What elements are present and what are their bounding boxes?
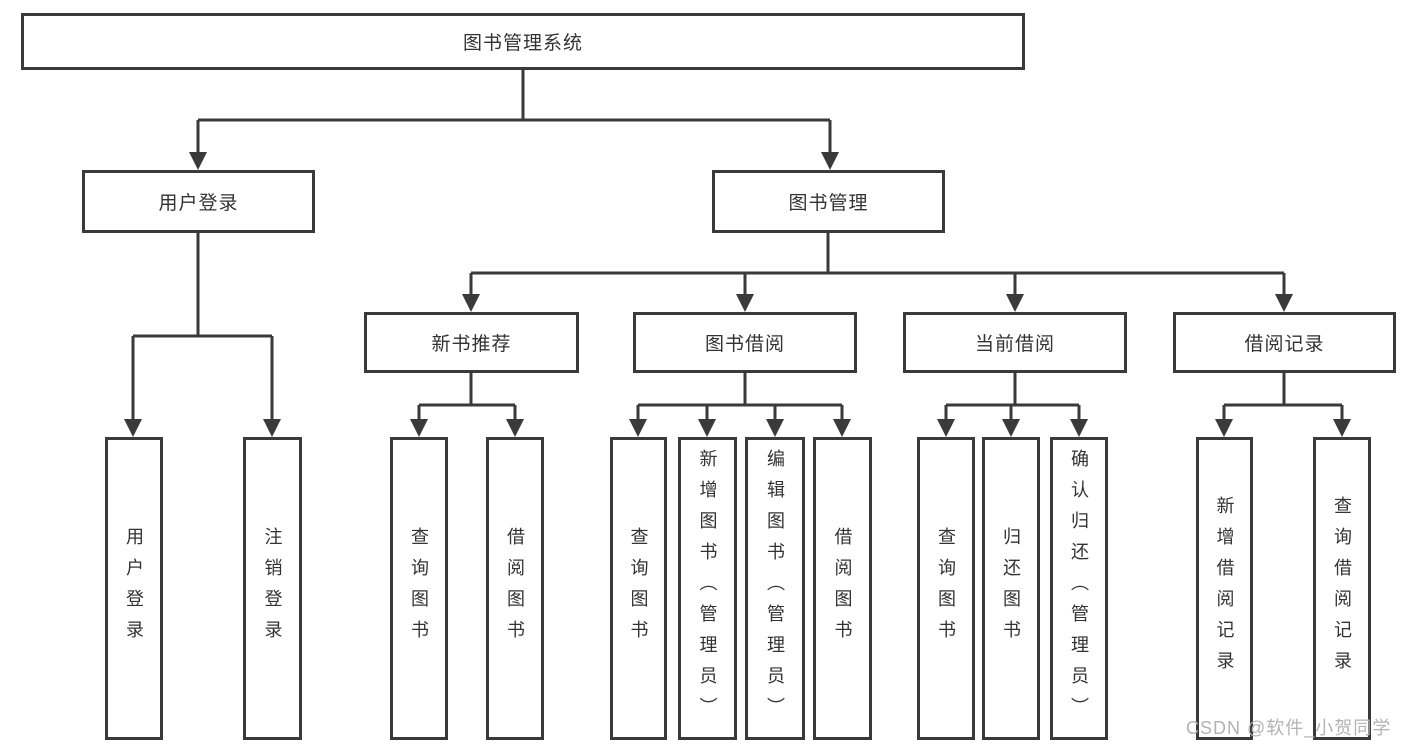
node-module-borrow-records: 借阅记录 <box>1173 312 1396 373</box>
node-leaf-borrow-books-rec: 借阅图书 <box>486 437 544 740</box>
node-leaf-query-borrow-record: 查询借阅记录 <box>1313 437 1371 740</box>
node-leaf-return-books-label: 归还图书 <box>1001 526 1021 651</box>
node-leaf-query-books-rec: 查询图书 <box>390 437 448 740</box>
node-module-book-borrow: 图书借阅 <box>633 312 857 373</box>
node-leaf-query-books-current-label: 查询图书 <box>936 526 956 651</box>
node-leaf-add-borrow-record: 新增借阅记录 <box>1196 437 1253 740</box>
node-leaf-edit-books-admin-label: 编辑图书（管理员） <box>765 449 785 728</box>
node-module-book-borrow-label: 图书借阅 <box>704 334 785 355</box>
node-module-new-book-rec: 新书推荐 <box>364 312 579 373</box>
node-leaf-edit-books-admin: 编辑图书（管理员） <box>745 437 805 740</box>
node-module-borrow-records-label: 借阅记录 <box>1244 334 1325 355</box>
node-leaf-query-books-current: 查询图书 <box>917 437 975 740</box>
node-leaf-borrow-books-borrow-label: 借阅图书 <box>832 526 853 651</box>
node-root-label: 图书管理系统 <box>462 33 583 54</box>
node-leaf-borrow-books-borrow: 借阅图书 <box>813 437 872 740</box>
csdn-watermark: CSDN @软件_小贺同学 <box>1186 718 1392 738</box>
node-leaf-confirm-return-admin-label: 确认归还（管理员） <box>1069 449 1089 728</box>
node-leaf-add-books-admin-label: 新增图书（管理员） <box>697 449 718 728</box>
node-leaf-query-books-borrow-label: 查询图书 <box>628 526 649 651</box>
node-leaf-return-books: 归还图书 <box>982 437 1040 740</box>
node-module-current-borrow: 当前借阅 <box>903 312 1127 373</box>
node-root: 图书管理系统 <box>21 13 1025 70</box>
node-leaf-user-login: 用户登录 <box>105 437 163 740</box>
node-leaf-logout-label: 注销登录 <box>262 526 283 651</box>
node-module-current-borrow-label: 当前借阅 <box>974 334 1055 355</box>
node-leaf-borrow-books-rec-label: 借阅图书 <box>505 526 525 651</box>
node-leaf-confirm-return-admin: 确认归还（管理员） <box>1050 437 1108 740</box>
node-leaf-add-books-admin: 新增图书（管理员） <box>678 437 737 740</box>
node-leaf-user-login-label: 用户登录 <box>124 526 144 651</box>
node-module-new-book-rec-label: 新书推荐 <box>431 334 512 355</box>
node-branch-user-login: 用户登录 <box>82 170 315 233</box>
node-branch-book-mgmt-label: 图书管理 <box>788 193 869 214</box>
node-leaf-add-borrow-record-label: 新增借阅记录 <box>1214 495 1235 682</box>
node-branch-book-mgmt: 图书管理 <box>712 170 945 233</box>
node-branch-user-login-label: 用户登录 <box>158 193 239 214</box>
node-leaf-query-books-borrow: 查询图书 <box>610 437 667 740</box>
node-leaf-logout: 注销登录 <box>243 437 302 740</box>
node-leaf-query-borrow-record-label: 查询借阅记录 <box>1332 495 1352 682</box>
node-leaf-query-books-rec-label: 查询图书 <box>409 526 429 651</box>
